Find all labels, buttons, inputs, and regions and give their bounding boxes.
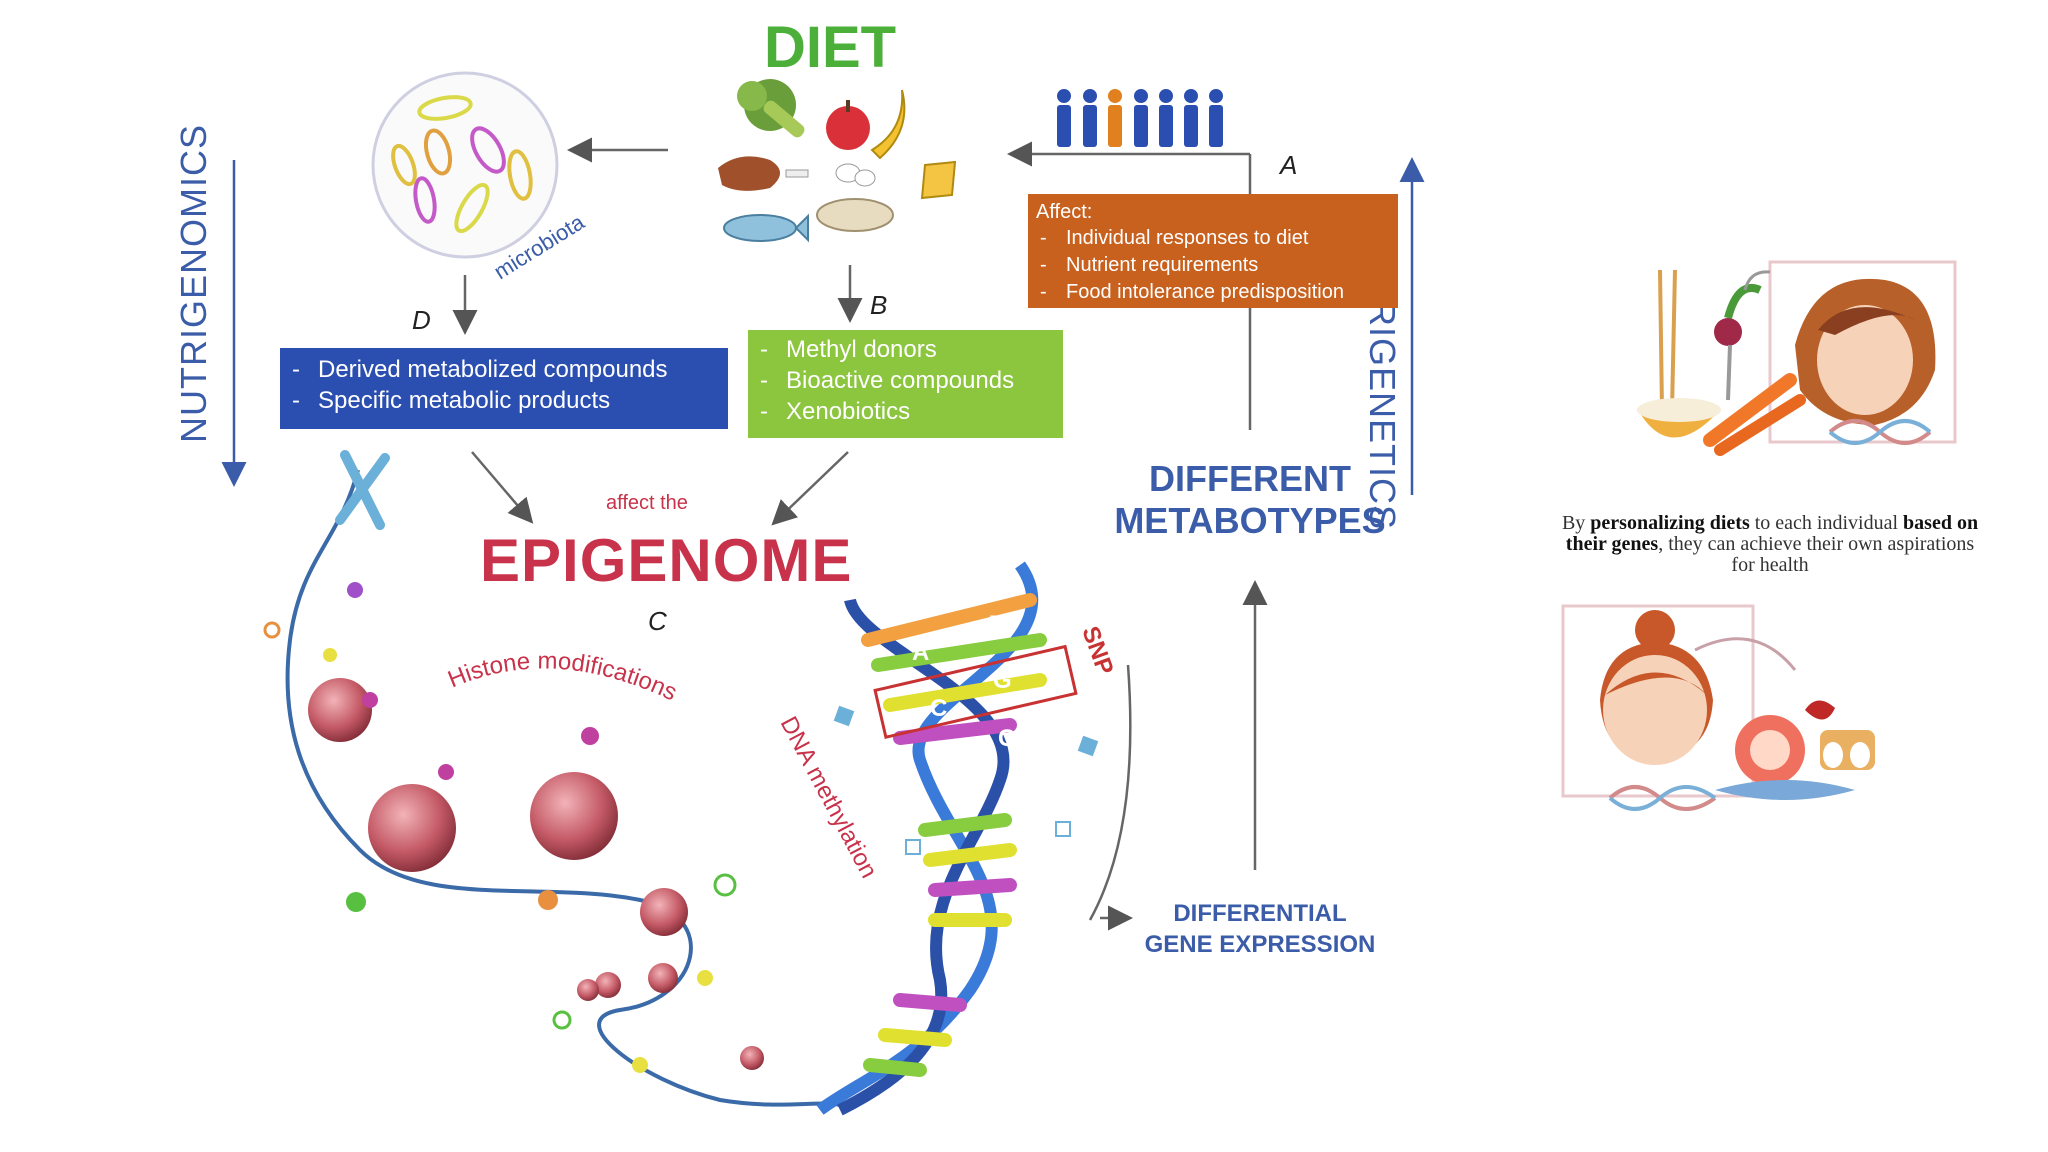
box-b-item: Xenobiotics (748, 396, 1063, 427)
caption-bold-2: based on their genes (1565, 512, 1979, 555)
gene-expression-line2: GENE EXPRESSION (1144, 931, 1376, 958)
label-c: C (648, 606, 667, 636)
box-a-item: Individual responses to diet (1028, 225, 1398, 252)
base-label: G (962, 737, 981, 764)
dna-methylation-label: DNA methylation (775, 712, 883, 883)
nutrigenomics-label: NUTRIGENOMICS (173, 124, 214, 443)
food-illustration (718, 79, 957, 243)
metabotypes-line2: METABOTYPES (1114, 500, 1386, 541)
different-metabotypes: DIFFERENT METABOTYPES (1110, 458, 1390, 542)
box-d-item: Specific metabolic products (280, 385, 728, 416)
box-d-item: Derived metabolized compounds (280, 354, 728, 385)
personalized-diet-bottom-illustration (1561, 604, 1875, 811)
base-label: C (930, 695, 947, 722)
side-arrows (221, 157, 1425, 495)
box-b-item: Methyl donors (748, 334, 1063, 365)
caption-post: , they can achieve their own aspirations… (1658, 533, 1975, 576)
chromatin-illustration (263, 450, 841, 1107)
label-b: B (870, 290, 888, 320)
microbiota-illustration (371, 71, 559, 259)
dna-helix-illustration (816, 561, 1099, 1116)
base-label: C (998, 725, 1015, 752)
personalization-caption: By personalizing diets to each individua… (1560, 513, 1980, 576)
diet-title: DIET (763, 15, 897, 80)
base-label: A (912, 639, 929, 666)
box-b-item: Bioactive compounds (748, 365, 1063, 396)
box-a-item: Nutrient requirements (1028, 252, 1398, 279)
gene-expression-line1: DIFFERENTIAL (1173, 900, 1347, 927)
box-a-affects: Affect: Individual responses to diet Nut… (1028, 194, 1398, 308)
caption-mid: to each individual (1749, 512, 1904, 534)
box-a-heading: Affect: (1036, 201, 1093, 223)
label-a: A (1280, 150, 1298, 180)
label-d: D (412, 305, 431, 335)
metabotypes-line1: DIFFERENT (1149, 458, 1351, 499)
personalized-diet-top-illustration (1637, 260, 1957, 456)
differential-gene-expression: DIFFERENTIAL GENE EXPRESSION (1120, 898, 1400, 960)
base-label: T (990, 611, 1005, 638)
snp-label: SNP (1076, 623, 1118, 679)
box-a-item: Food intolerance predisposition (1028, 279, 1398, 306)
caption-bold-1: personalizing diets (1590, 512, 1750, 534)
caption-pre: By (1561, 512, 1591, 534)
epigenome-label: EPIGENOME (480, 527, 853, 594)
population-icon (1057, 89, 1223, 147)
box-d-metabolites: Derived metabolized compounds Specific m… (280, 348, 728, 429)
histone-modifications-label: Histone modifications (444, 647, 681, 706)
box-b-compounds: Methyl donors Bioactive compounds Xenobi… (748, 330, 1063, 438)
base-label: G (993, 667, 1012, 694)
dna-base-labels: A T C G G C (912, 611, 1015, 764)
affect-the-label: affect the (606, 492, 688, 514)
